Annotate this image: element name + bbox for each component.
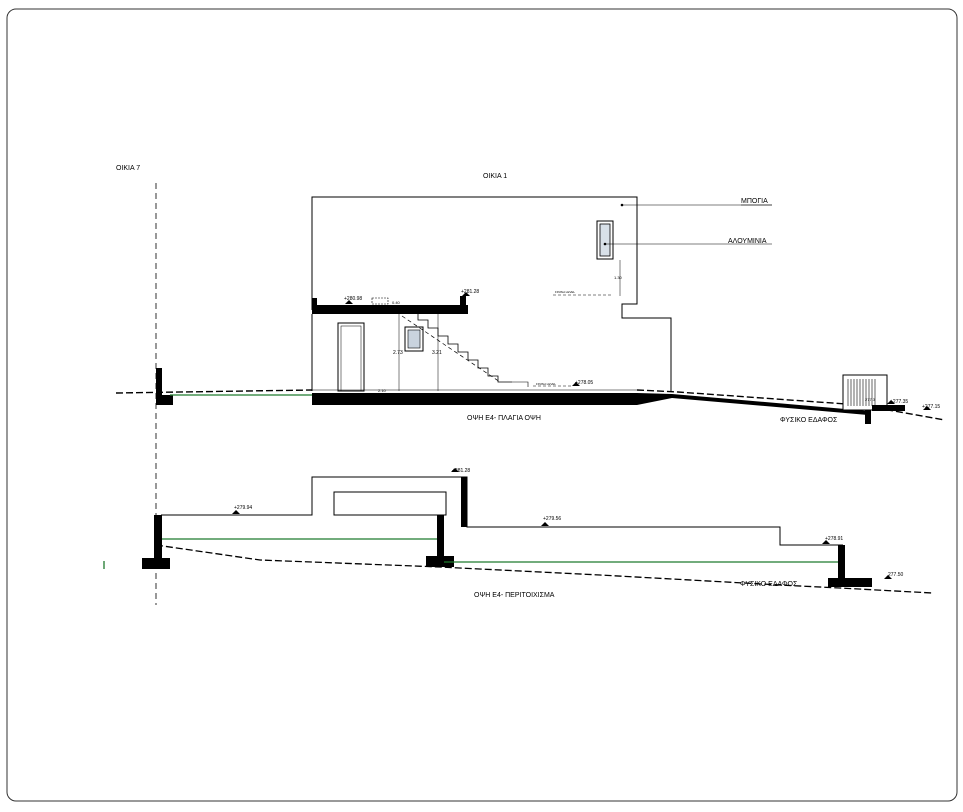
sheet-frame — [6, 8, 958, 802]
ac-unit-grille — [847, 379, 876, 406]
stair-landing — [512, 381, 529, 387]
ac-base — [872, 405, 905, 411]
title-boundary-wall: ΟΨΗ Ε4- ΠΕΡΙΤΟΙΧΙΣΜΑ — [474, 592, 555, 599]
door — [337, 322, 365, 392]
finish-level-upper: FINISH LEVEL — [555, 290, 575, 294]
wall-stub-left — [156, 368, 162, 395]
door-inner — [340, 325, 362, 392]
upper-window — [596, 220, 614, 260]
level-wall-left: +279.94 — [234, 505, 252, 511]
level-wall-mid: +279.56 — [543, 516, 561, 522]
level-marker-ground-b — [923, 406, 931, 410]
boundary-wall-outline — [161, 476, 843, 546]
leader-label-alouminia: ΑΛΟΥΜΙΝΙΑ — [728, 238, 767, 245]
staircase — [402, 311, 512, 383]
dim-040: 0.40 — [392, 300, 401, 305]
level-marker-ground-a — [887, 400, 895, 404]
dim-210: 2.10 — [378, 388, 387, 393]
roof-detail — [371, 297, 389, 305]
level-marker-wall-left — [232, 510, 240, 514]
dim-321: 3.21 — [432, 350, 442, 356]
roof-parapet-left — [312, 298, 317, 306]
level-marker-floor — [572, 382, 580, 386]
column-mid — [437, 515, 444, 560]
house-outline — [311, 196, 672, 391]
level-marker-wall-end — [884, 575, 892, 579]
level-floor: +278.05 — [575, 380, 593, 386]
wall-panel — [333, 491, 447, 516]
foundation-slab — [312, 393, 637, 405]
ac-unit — [842, 374, 888, 411]
finish-level-lower: FINISH LEVEL — [536, 382, 556, 386]
house7-label: ΟΙΚΙΑ 7 — [116, 165, 140, 172]
dim-130: 1.30 — [614, 275, 623, 280]
level-marker-roof-right — [462, 292, 470, 296]
level-marker-roof-left — [345, 300, 353, 304]
level-roof-right: +281.28 — [461, 289, 479, 295]
level-ground-right-a: +277.35 — [890, 399, 908, 405]
ground-label-upper: ΦΥΣΙΚΟ ΕΔΑΦΟΣ — [780, 417, 838, 424]
level-marker-wall-right — [822, 540, 830, 544]
level-ground-right-c: 277.3 — [865, 397, 876, 402]
level-wall-right: +278.91 — [825, 536, 843, 542]
column-top — [461, 477, 467, 527]
house1-label: ΟΙΚΙΑ 1 — [483, 173, 507, 180]
natural-ground-lower — [155, 544, 933, 594]
level-wall-end: 277.50 — [888, 572, 904, 578]
column-right — [838, 545, 845, 580]
side-window — [404, 326, 424, 352]
title-side-elevation: ΟΨΗ Ε4- ΠΛΑΓΙΑ ΟΨΗ — [467, 415, 541, 422]
level-wall-top: +281.28 — [452, 468, 470, 474]
level-marker-wall-top — [451, 468, 459, 472]
ground-label-lower: ΦΥΣΙΚΟ ΕΔΑΦΟΣ — [740, 581, 798, 588]
footing-mid — [426, 556, 454, 567]
level-marker-wall-mid — [541, 522, 549, 526]
footing-right — [828, 578, 872, 587]
side-window-glass — [407, 329, 421, 349]
ac-support — [865, 410, 871, 424]
leader-label-mpogia: ΜΠΟΓΙΑ — [741, 198, 768, 205]
dim-273: 2.73 — [393, 350, 403, 356]
roof-slab — [312, 305, 468, 314]
staircase-underside — [401, 315, 501, 383]
natural-ground-upper — [115, 389, 946, 421]
ramp-slab — [637, 393, 868, 415]
column-left — [154, 515, 162, 558]
footing-left-upper — [156, 395, 173, 405]
level-ground-right-b: +277.15 — [922, 404, 940, 410]
footing-left — [142, 558, 170, 569]
roof-parapet-right — [460, 296, 466, 306]
upper-window-glass — [599, 223, 611, 257]
level-roof-left: +280.98 — [344, 296, 362, 302]
